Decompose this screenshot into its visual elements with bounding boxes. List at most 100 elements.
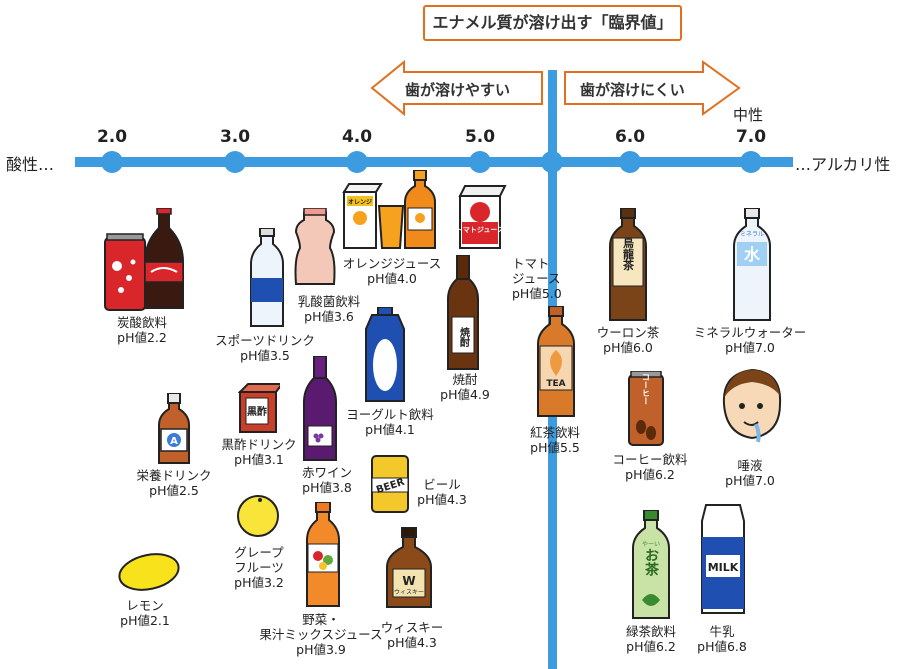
axis-tick-dot <box>101 151 123 173</box>
item-name: オレンジジュース <box>342 256 442 271</box>
oolong-tea-icon: 烏龍茶 <box>609 208 647 321</box>
item-name: 牛乳 <box>709 624 735 639</box>
tomato-juice-icon: トマトジュース <box>457 185 507 249</box>
item-ph: pH値3.9 <box>296 642 346 657</box>
item-ph: pH値7.0 <box>725 340 775 355</box>
item-ph: pH値3.5 <box>240 348 290 363</box>
item-name: トマト ジュース <box>512 256 561 286</box>
item-ph: pH値7.0 <box>725 473 775 488</box>
item-name: ウィスキー <box>380 620 444 635</box>
item-name: 黒酢ドリンク <box>221 437 297 452</box>
axis-tick-dot <box>740 151 762 173</box>
cola-bottle-and-can-icon <box>104 208 184 311</box>
tick-label: 3.0 <box>219 127 251 147</box>
lactic-drink-icon <box>294 208 336 285</box>
tick-label: 7.0 <box>735 127 767 147</box>
item-name: 炭酸飲料 <box>116 315 168 330</box>
arrow-right-icon <box>564 60 741 116</box>
tick-label: 2.0 <box>96 127 128 147</box>
black-vinegar-tag: 黒酢 <box>247 405 267 418</box>
beer-can-icon: BEER <box>371 455 409 513</box>
acid-label: 酸性… <box>6 155 55 174</box>
item-name: 紅茶飲料 <box>529 425 581 440</box>
item-name: ビール <box>423 477 461 492</box>
black-vinegar-icon: 黒酢 <box>238 383 280 433</box>
oolong-tag: 烏龍茶 <box>622 236 636 271</box>
mineral-tag: 水 <box>744 245 761 264</box>
item-ph: pH値2.2 <box>117 330 167 345</box>
saliva-face-icon <box>722 368 782 443</box>
item-ph: pH値4.3 <box>387 635 437 650</box>
axis-tick-dot <box>469 151 491 173</box>
item-ph: pH値6.0 <box>603 340 653 355</box>
item-ph: pH値5.0 <box>512 286 562 301</box>
arrow-right-label: 歯が溶けにくい <box>580 81 685 99</box>
shochu-icon: 焼酎 <box>447 255 479 370</box>
yogurt-drink-icon <box>365 307 405 402</box>
axis-tick-dot <box>224 151 246 173</box>
item-name: スポーツドリンク <box>215 333 315 348</box>
tomato-tag: トマトジュース <box>457 226 504 234</box>
item-name: 乳酸菌飲料 <box>297 294 361 309</box>
critical-value-title: エナメル質が溶け出す「臨界値」 <box>423 5 682 41</box>
lemon-icon <box>118 553 180 591</box>
vegetable-juice-icon <box>306 502 340 607</box>
item-ph: pH値4.0 <box>367 271 417 286</box>
item-ph: pH値2.5 <box>149 483 199 498</box>
item-name: ミネラルウォーター <box>693 325 807 340</box>
orange-juice-tag: オレンジ <box>348 199 372 206</box>
item-ph: pH値6.2 <box>625 467 675 482</box>
whisky-tag-sub: ウィスキー <box>394 588 424 596</box>
item-ph: pH値3.1 <box>234 452 284 467</box>
mineral-tag-sub: ミネラル <box>740 231 764 238</box>
mineral-water-icon: ミネラル 水 <box>733 208 771 321</box>
item-name: レモン <box>126 598 164 613</box>
tea-tag: TEA <box>546 379 565 389</box>
item-ph: pH値4.3 <box>417 492 467 507</box>
item-name: 唾液 <box>737 458 763 473</box>
item-name: グレープ フルーツ <box>234 545 284 575</box>
item-ph: pH値6.8 <box>697 639 747 654</box>
item-ph: pH値4.1 <box>365 422 415 437</box>
grapefruit-icon <box>237 495 279 537</box>
tick-label: 5.0 <box>464 127 496 147</box>
item-ph: pH値3.6 <box>304 309 354 324</box>
alkaline-label: …アルカリ性 <box>795 155 891 174</box>
whisky-tag: W <box>402 574 415 588</box>
item-ph: pH値6.2 <box>626 639 676 654</box>
milk-tag: MILK <box>708 561 739 574</box>
axis-tick-dot <box>619 151 641 173</box>
sports-drink-icon <box>250 228 284 327</box>
green-tea-tag-sub: やーい <box>642 540 660 548</box>
item-ph: pH値3.8 <box>302 480 352 495</box>
coffee-can-icon: コーヒー <box>628 371 664 446</box>
energy-drink-icon: A <box>158 393 190 464</box>
item-name: 野菜・ 果汁ミックスジュース <box>259 612 383 642</box>
arrow-left-icon <box>370 59 543 117</box>
item-name: コーヒー飲料 <box>612 452 688 467</box>
item-ph: pH値5.5 <box>530 440 580 455</box>
shochu-tag: 焼酎 <box>458 326 470 348</box>
tick-label: 4.0 <box>341 127 373 147</box>
tea-bottle-icon: TEA <box>537 306 575 417</box>
item-name: 栄養ドリンク <box>136 468 212 483</box>
green-tea-icon: やーい お茶 <box>632 510 670 619</box>
arrow-left-label: 歯が溶けやすい <box>405 81 511 99</box>
orange-juice-icon: オレンジ <box>342 170 436 249</box>
